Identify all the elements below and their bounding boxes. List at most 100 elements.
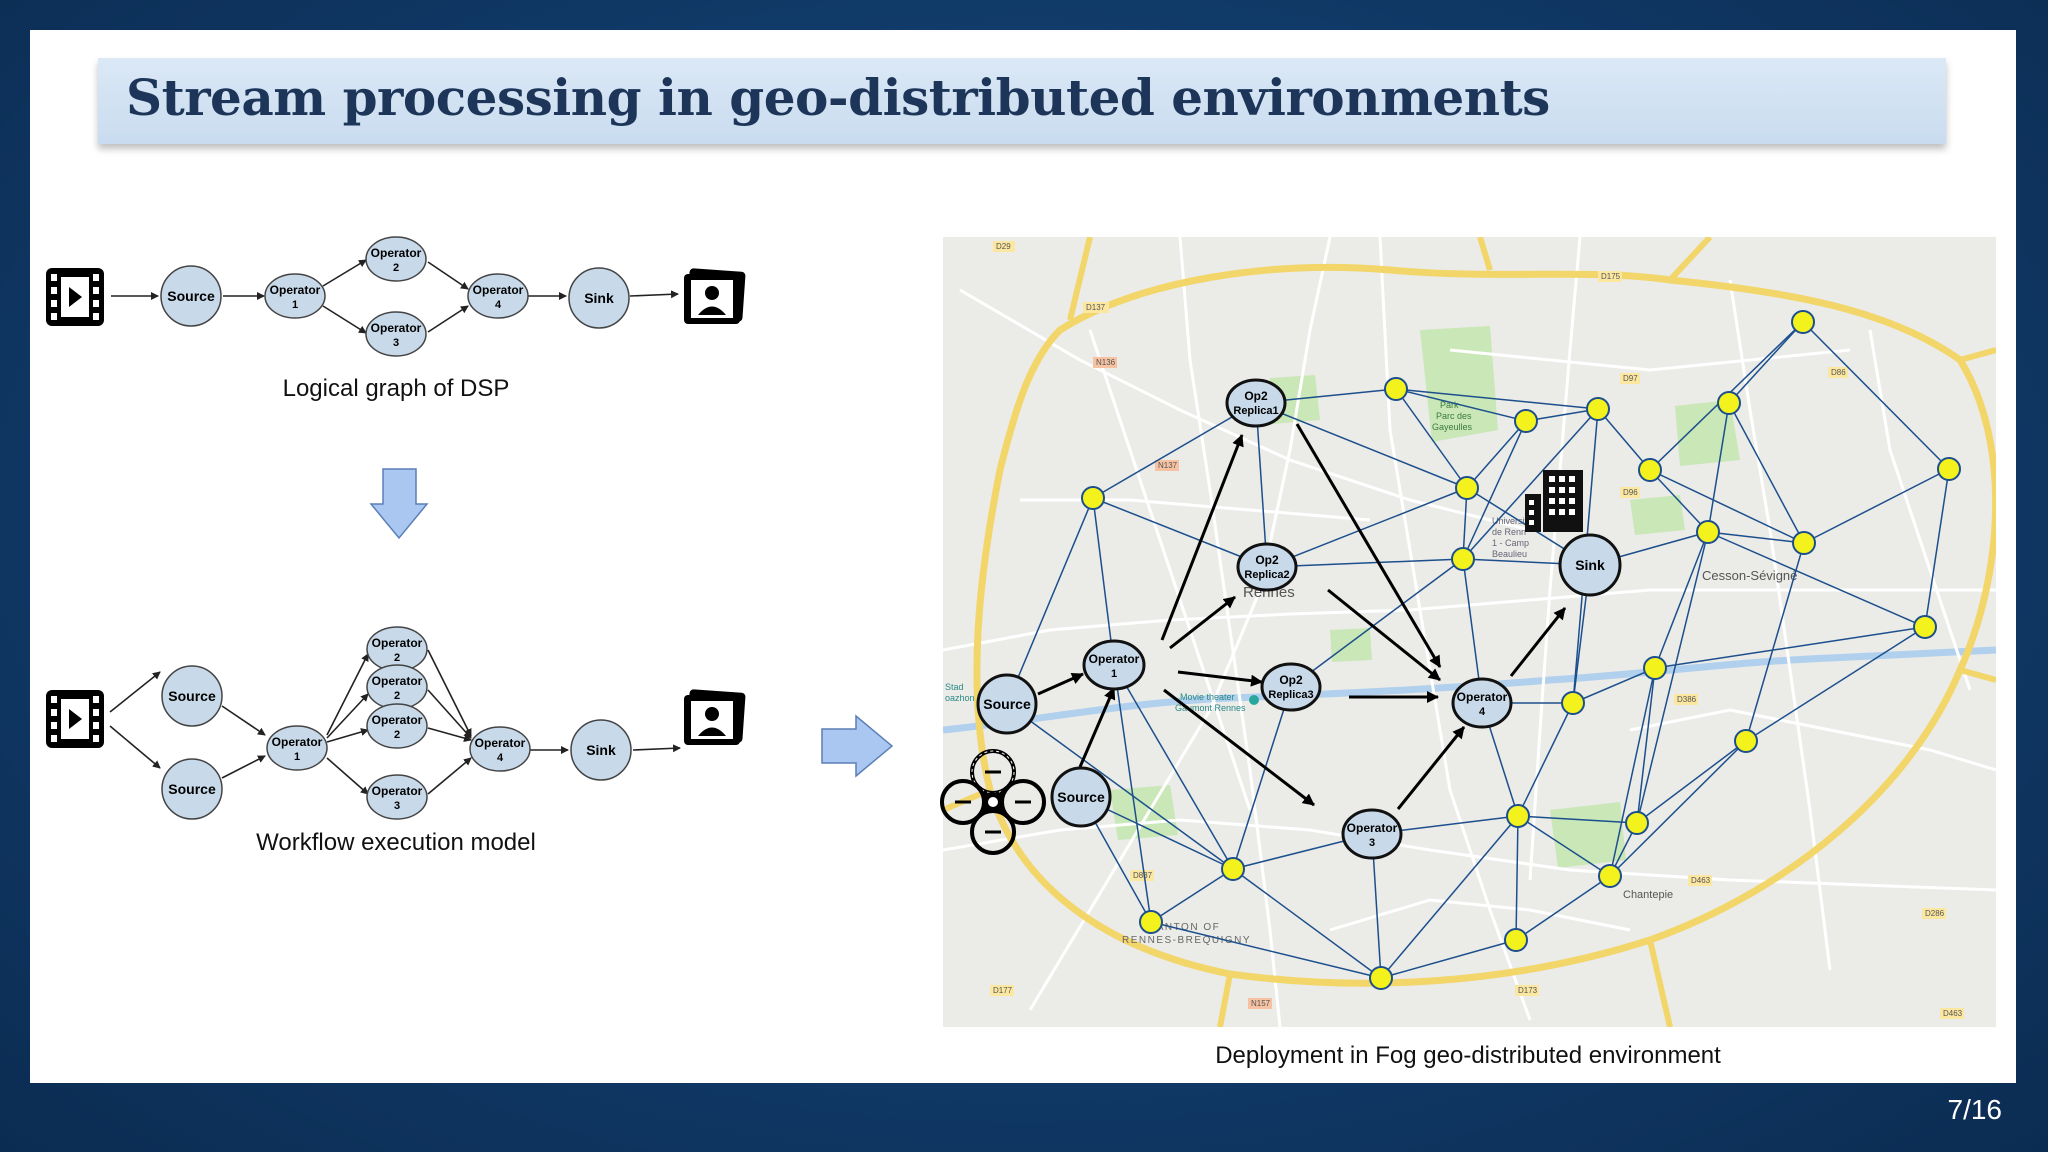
fog-link: [1092, 497, 1115, 666]
fog-link: [1092, 497, 1268, 568]
fog-link: [1515, 815, 1519, 941]
diagram-canvas: Source Operator 1 Operator 2 Operator 3 …: [46, 236, 1996, 1027]
svg-text:N157: N157: [1251, 999, 1271, 1008]
svg-text:Operator: Operator: [371, 246, 422, 260]
fog-link: [1380, 815, 1519, 979]
svg-text:Gaumont Rennes: Gaumont Rennes: [1175, 703, 1246, 713]
fog-link: [1255, 402, 1268, 568]
svg-text:N137: N137: [1158, 461, 1178, 470]
fog-link: [1395, 388, 1468, 489]
fog-node: [1598, 864, 1622, 888]
svg-text:Op2: Op2: [1255, 553, 1279, 567]
svg-text:4: 4: [495, 299, 502, 311]
svg-text:Sink: Sink: [586, 742, 616, 758]
map-label-canton: CANTON OF RENNES-BREQUIGNY: [1122, 922, 1250, 946]
svg-text:Source: Source: [1057, 789, 1105, 805]
workflow-node-operator2-a: Operator 2: [366, 626, 428, 672]
fog-link: [1802, 321, 1950, 470]
fog-map: D29 D137 N136 N137 D175 D97 D96 D86 D386…: [943, 237, 1996, 1027]
fog-node: [1913, 615, 1937, 639]
fog-link: [1654, 626, 1926, 669]
svg-text:1 - Camp: 1 - Camp: [1492, 538, 1529, 548]
svg-text:Gayeulles: Gayeulles: [1432, 422, 1473, 432]
fog-link: [1462, 408, 1599, 560]
deploy-node-operator3: Operator 3: [1341, 808, 1403, 860]
fog-link: [1092, 402, 1257, 499]
fog-network-links: [1006, 321, 1950, 979]
deploy-node-sink: Sink: [1558, 533, 1622, 597]
fog-link: [1395, 388, 1599, 410]
fog-node: [1384, 377, 1408, 401]
svg-text:Sink: Sink: [1575, 557, 1605, 573]
svg-text:D837: D837: [1133, 871, 1153, 880]
map-ring-road: [973, 264, 1996, 987]
video-input-icon: [46, 268, 104, 326]
workflow-node-operator2-c: Operator 2: [366, 703, 428, 749]
video-input-icon: [46, 690, 104, 748]
deploy-node-operator4: Operator 4: [1451, 677, 1513, 729]
logical-node-sink: Sink: [568, 267, 630, 329]
workflow-node-operator3: Operator 3: [366, 774, 428, 820]
map-highway-spurs: [943, 237, 1996, 1027]
svg-text:Beaulieu: Beaulieu: [1492, 549, 1527, 559]
fog-link: [1290, 558, 1464, 688]
svg-text:Operator: Operator: [272, 735, 323, 749]
title-bar: Stream processing in geo-distributed env…: [98, 58, 1946, 144]
fog-link: [1609, 740, 1747, 877]
fog-link: [1517, 815, 1638, 824]
fog-link: [1707, 402, 1730, 533]
deployment-caption: Deployment in Fog geo-distributed enviro…: [1215, 1042, 1721, 1069]
deploy-node-replica3: Op2 Replica3: [1260, 662, 1322, 712]
svg-text:D175: D175: [1601, 272, 1621, 281]
fog-link: [1525, 408, 1599, 422]
fog-node: [1586, 397, 1610, 421]
fog-node: [1504, 928, 1528, 952]
fog-node: [1455, 476, 1479, 500]
svg-text:D97: D97: [1623, 374, 1638, 383]
fog-link: [1150, 868, 1234, 923]
svg-text:4: 4: [1479, 706, 1486, 718]
fog-link: [1266, 487, 1468, 568]
map-road-labels: D29 D137 N136 N137 D175 D97 D96 D86 D386…: [990, 241, 1964, 1019]
svg-text:de Renn: de Renn: [1492, 527, 1526, 537]
fog-node: [1221, 857, 1245, 881]
workflow-node-sink: Sink: [570, 719, 632, 781]
fog-link: [1255, 402, 1468, 489]
photo-output-icon: [684, 689, 746, 745]
fog-node: [1717, 391, 1741, 415]
fog-node: [1791, 310, 1815, 334]
transform-down-arrow: [369, 468, 429, 540]
fog-link: [1006, 497, 1094, 705]
fog-link: [1636, 740, 1747, 824]
deploy-node-replica1: Op2 Replica1: [1225, 378, 1287, 428]
svg-text:D463: D463: [1943, 1009, 1963, 1018]
fog-node: [1139, 910, 1163, 934]
svg-text:3: 3: [1369, 837, 1375, 849]
deploy-node-operator1: Operator 1: [1082, 639, 1146, 691]
deploy-node-source-b: Source: [1050, 766, 1112, 828]
workflow-edges: [109, 649, 681, 795]
page-number: 7/16: [1947, 1094, 2003, 1125]
fog-link: [1654, 531, 1709, 669]
fog-link: [1597, 408, 1651, 471]
fog-node: [1369, 966, 1393, 990]
fog-link: [1924, 468, 1950, 628]
building-icon: [1525, 470, 1583, 532]
svg-text:4: 4: [497, 752, 504, 764]
slide: Stream processing in geo-distributed env…: [30, 30, 2016, 1083]
svg-text:Operator: Operator: [372, 784, 423, 798]
fog-link: [1636, 531, 1709, 824]
svg-text:Replica3: Replica3: [1268, 689, 1313, 701]
fog-link: [1728, 402, 1805, 544]
svg-text:D137: D137: [1086, 303, 1106, 312]
svg-text:Replica2: Replica2: [1244, 569, 1289, 581]
fog-link: [1517, 702, 1574, 817]
svg-text:D286: D286: [1925, 909, 1945, 918]
svg-text:1: 1: [1111, 668, 1117, 680]
svg-text:Source: Source: [983, 696, 1031, 712]
fog-link: [1745, 542, 1805, 742]
logical-node-operator1: Operator 1: [264, 273, 326, 319]
svg-text:CANTON OF: CANTON OF: [1148, 922, 1220, 933]
page-title: Stream processing in geo-distributed env…: [126, 68, 1550, 127]
svg-text:Stad: Stad: [945, 682, 964, 692]
